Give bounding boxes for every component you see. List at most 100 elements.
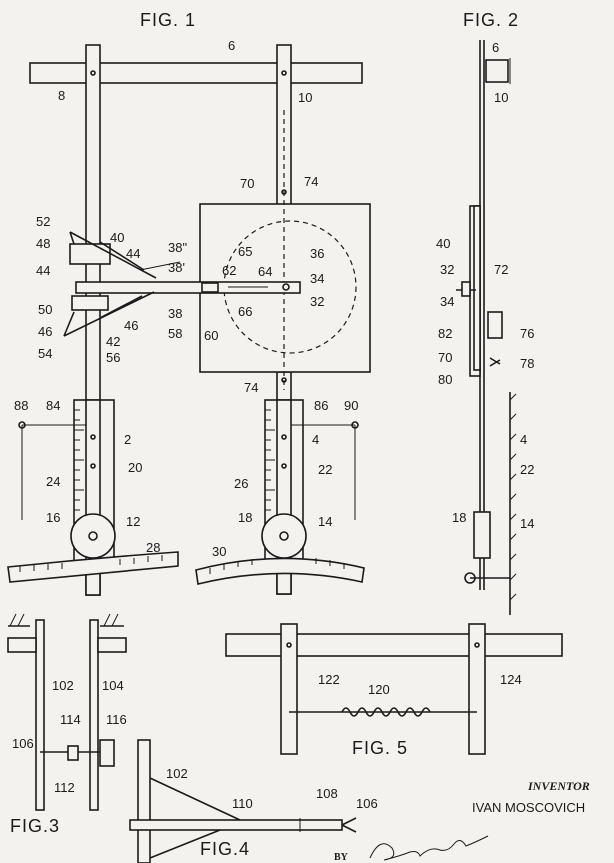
- pen-holder-36: [282, 283, 290, 291]
- hole-2a: [90, 434, 96, 440]
- ref-40: 40: [110, 230, 124, 245]
- fig3-ref-104: 104: [102, 678, 124, 693]
- fig3-block-116: [99, 739, 115, 767]
- ref-48: 48: [36, 236, 50, 251]
- block-50: [71, 295, 109, 311]
- fig5-spring-120: [341, 707, 431, 717]
- inventor-name: IVAN MOSCOVICH: [472, 800, 585, 815]
- slider-58: [201, 282, 219, 293]
- ref-4: 4: [312, 432, 319, 447]
- fig2-ref-10: 10: [494, 90, 508, 105]
- attorney-signature: [369, 835, 489, 861]
- fig2-motor-76: [487, 311, 503, 339]
- fig2-wall-hatching: [509, 393, 517, 601]
- ref-64: 64: [258, 264, 272, 279]
- ref-44a: 44: [36, 263, 50, 278]
- leader-38p: [139, 261, 181, 271]
- fig3-drawing: [7, 613, 127, 811]
- fig3-clamp-right: [97, 637, 127, 653]
- fig2-ref-40: 40: [436, 236, 450, 251]
- protractor-28: [7, 551, 179, 583]
- fig4-tip-106: [341, 817, 357, 833]
- fig2-plate-72: [473, 205, 481, 371]
- fig2-ref-80: 80: [438, 372, 452, 387]
- ref-12: 12: [126, 514, 140, 529]
- ref-58: 58: [168, 326, 182, 341]
- fig5-drawing: [225, 623, 563, 755]
- fig4-arm-110: [129, 819, 343, 831]
- arm-38: [75, 281, 301, 294]
- fig2-ref-82: 82: [438, 326, 452, 341]
- ref-8: 8: [58, 88, 65, 103]
- pivot-74-top: [281, 189, 287, 195]
- pivot-10: [281, 70, 287, 76]
- fig3-bar-104: [89, 619, 99, 811]
- fig2-bracket-14: [473, 511, 491, 559]
- fig4-ref-102: 102: [166, 766, 188, 781]
- ref-74b: 74: [244, 380, 258, 395]
- ref-14: 14: [318, 514, 332, 529]
- fig2-labels: FIG. 2 6 10 40 32 72 34 82 76 70 78 80 4…: [436, 10, 534, 531]
- ref-46a: 46: [38, 324, 52, 339]
- fig3-ref-112: 112: [54, 780, 75, 795]
- ref-22: 22: [318, 462, 332, 477]
- fig2-title: FIG. 2: [463, 10, 519, 30]
- fig4-ref-108: 108: [316, 786, 338, 801]
- ref-54: 54: [38, 346, 52, 361]
- fig5-crossbar: [225, 633, 563, 657]
- inventor-block: INVENTOR IVAN MOSCOVICH BY: [334, 779, 590, 863]
- fig4-ref-106: 106: [356, 796, 378, 811]
- ref-66: 66: [238, 304, 252, 319]
- ref-90: 90: [344, 398, 358, 413]
- ref-56: 56: [106, 350, 120, 365]
- fig5-bar-122: [280, 623, 298, 755]
- fig2-ref-70: 70: [438, 350, 452, 365]
- fig2-drawing: [456, 40, 517, 615]
- fig5-title: FIG. 5: [352, 738, 408, 758]
- disc-12-hub: [88, 531, 98, 541]
- fig1-title: FIG. 1: [140, 10, 196, 30]
- hole-2b: [90, 463, 96, 469]
- strut-44-46: [99, 241, 145, 319]
- fig2-ref-6: 6: [492, 40, 499, 55]
- fig4-ref-110: 110: [232, 796, 253, 811]
- fig5-ref-120: 120: [368, 682, 390, 697]
- fig2-ref-78: 78: [520, 356, 534, 371]
- fig3-clamp-left: [7, 637, 37, 653]
- block-48: [69, 243, 111, 265]
- ref-30: 30: [212, 544, 226, 559]
- ref-88: 88: [14, 398, 28, 413]
- fig2-ref-18: 18: [452, 510, 466, 525]
- fig4-struts: [149, 777, 241, 859]
- fig2-ref-22: 22: [520, 462, 534, 477]
- ref-38p: 38': [168, 260, 185, 275]
- ref-6: 6: [228, 38, 235, 53]
- fig1-labels: FIG. 1 6 8 10 70 74 52 48 40 44 44 38" 3…: [14, 10, 358, 559]
- fig3-ref-114: 114: [60, 712, 81, 727]
- ref-38: 38: [168, 306, 182, 321]
- fig5-ref-124: 124: [500, 672, 522, 687]
- ref-10: 10: [298, 90, 312, 105]
- fig5-bar-124: [468, 623, 486, 755]
- ref-24: 24: [46, 474, 60, 489]
- ref-16: 16: [46, 510, 60, 525]
- fig3-ceiling-hatching: [9, 613, 119, 627]
- fig3-title: FIG.3: [10, 816, 60, 836]
- fig1-drawing: [7, 44, 371, 596]
- ref-26: 26: [234, 476, 248, 491]
- ref-38pp: 38": [168, 240, 187, 255]
- ref-60: 60: [204, 328, 218, 343]
- ref-32: 32: [310, 294, 324, 309]
- fig5-pivot-right: [474, 642, 480, 648]
- ref-84: 84: [46, 398, 60, 413]
- fig2-ref-32: 32: [440, 262, 454, 277]
- disc-14: [261, 513, 307, 559]
- ref-86: 86: [314, 398, 328, 413]
- fig4-title: FIG.4: [200, 839, 250, 859]
- ref-2: 2: [124, 432, 131, 447]
- ref-34: 34: [310, 271, 324, 286]
- fig2-holder-34: [461, 281, 471, 297]
- hole-4b: [281, 463, 287, 469]
